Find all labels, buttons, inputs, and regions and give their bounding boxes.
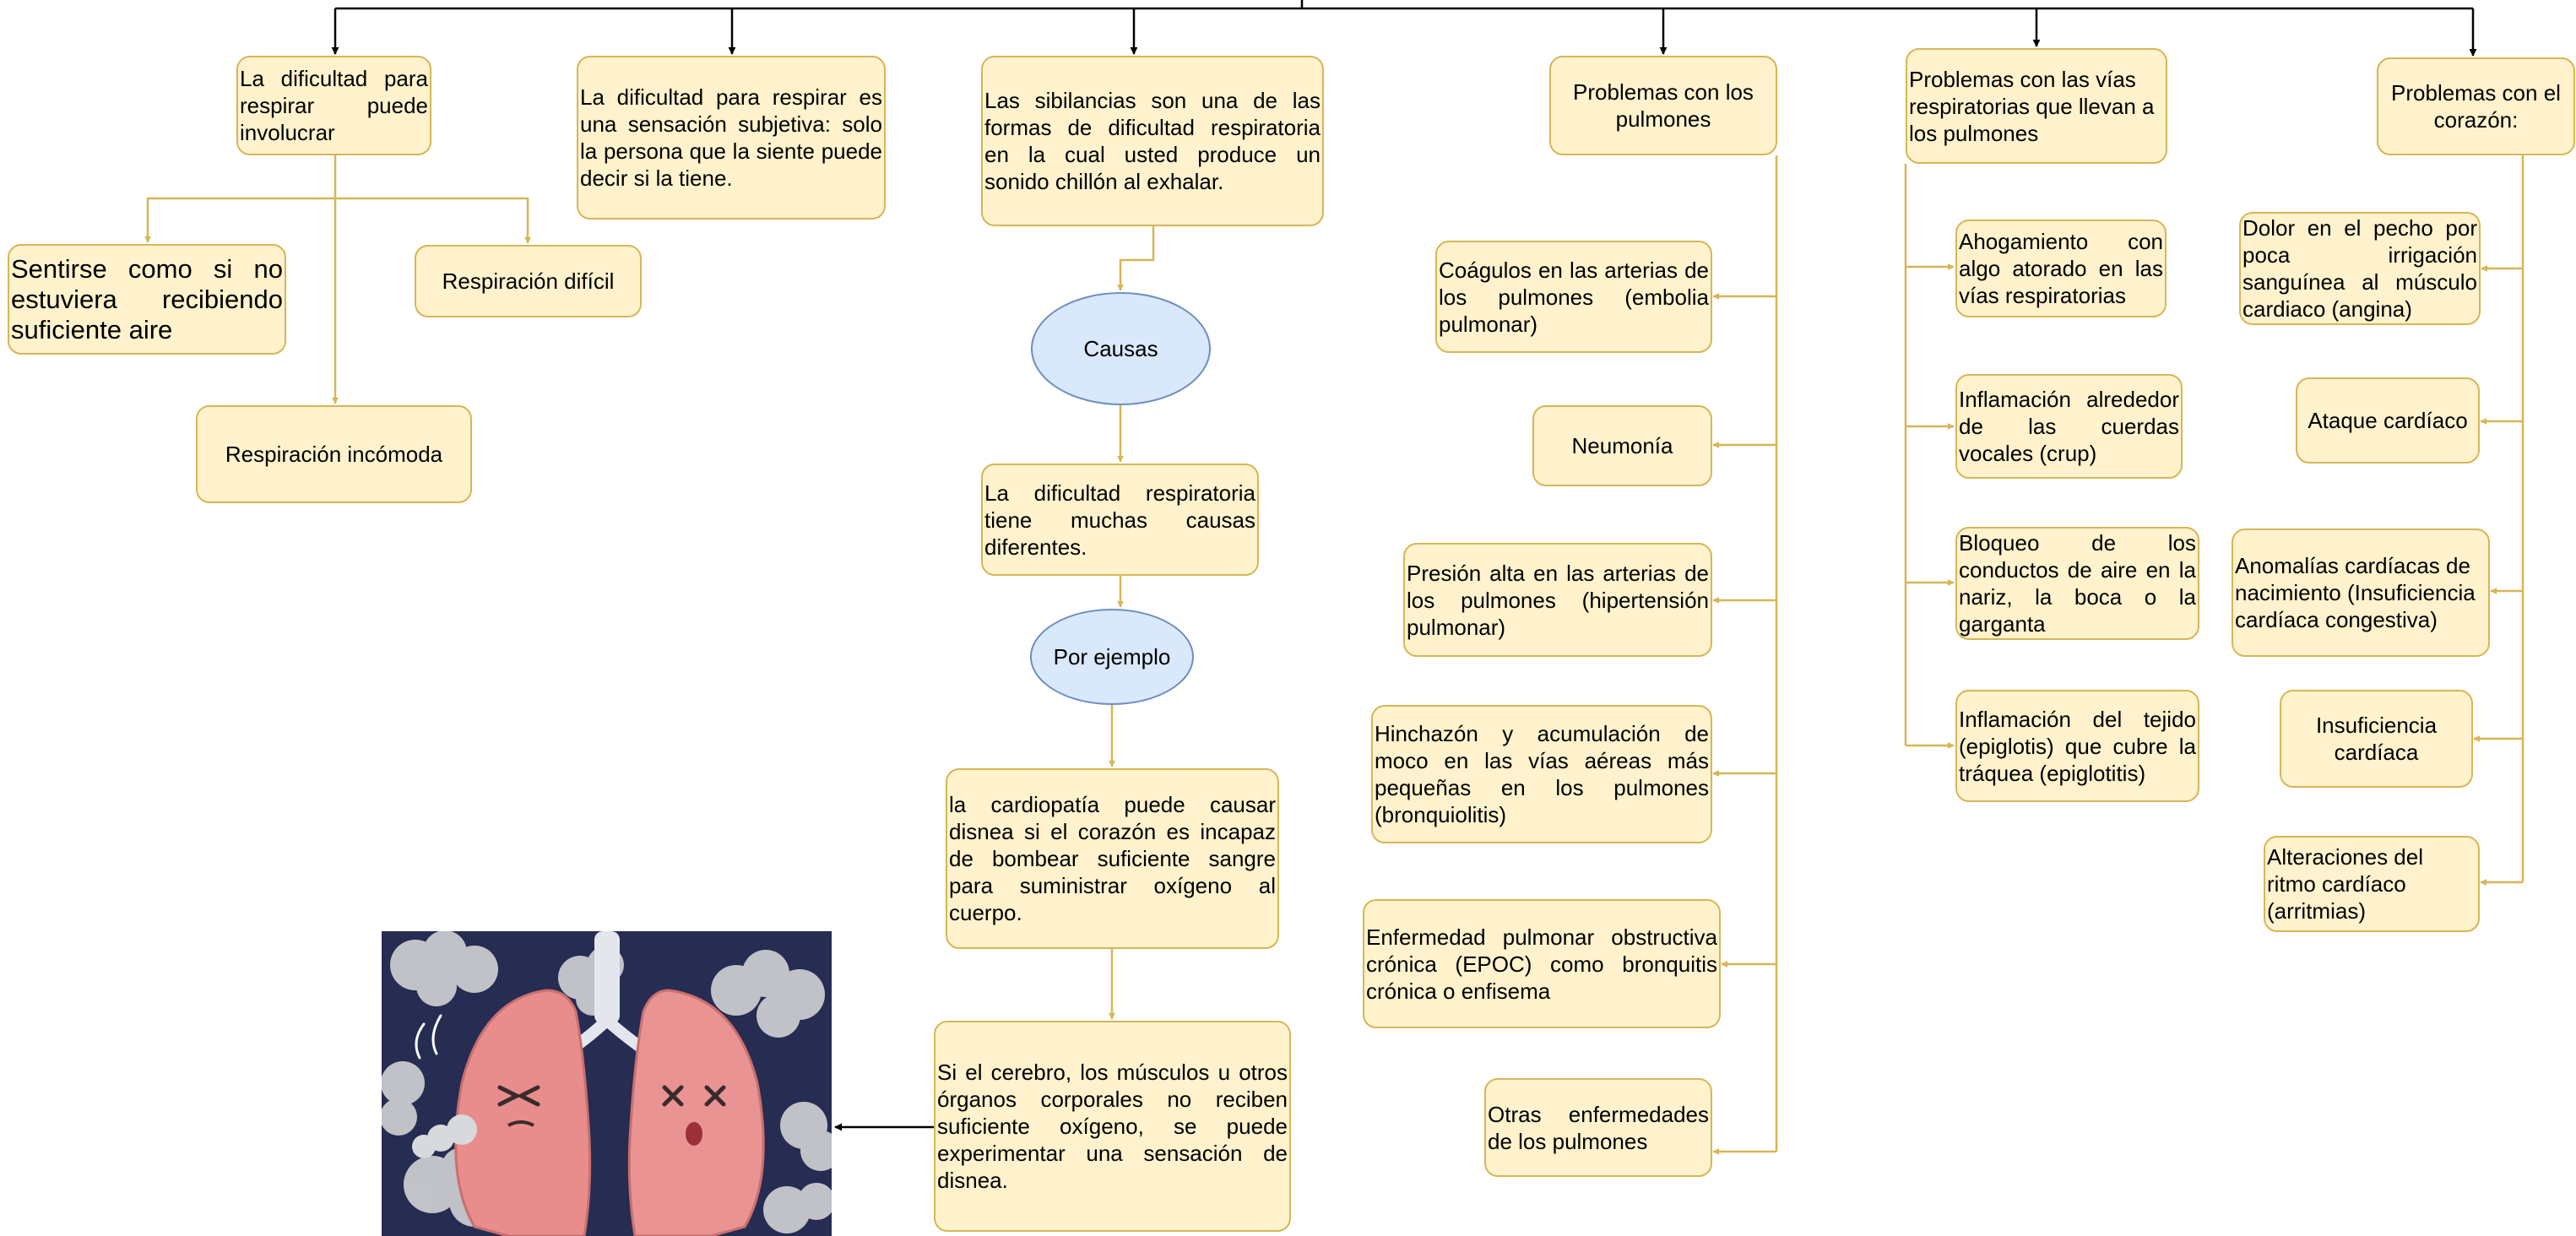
note-problemas-pulmones: Problemas con los pulmones [1549,56,1777,155]
note-sibilancias: Las sibilancias son una de las formas de… [981,56,1324,226]
note-sensacion-subjetiva: La dificultad para respirar es una sensa… [577,56,886,220]
note-arritmias: Alteraciones del ritmo cardíaco (arritmi… [2264,836,2480,932]
note-cerebro-oxigeno: Si el cerebro, los músculos u otros órga… [934,1021,1291,1232]
note-problemas-vias: Problemas con las vías respiratorias que… [1906,48,2167,164]
note-crup: Inflamación alrededor de las cuerdas voc… [1955,374,2183,479]
note-epiglotitis: Inflamación del tejido (epiglotis) que c… [1955,690,2199,802]
note-insuficiencia: Insuficiencia cardíaca [2280,690,2473,788]
note-hinchazon: Hinchazón y acumulación de moco en las v… [1371,705,1712,843]
ellipse-por-ejemplo: Por ejemplo [1030,609,1194,705]
branch-connectors [144,155,2524,1155]
note-otras-enfermedades: Otras enfermedades de los pulmones [1484,1078,1712,1177]
note-ahogamiento: Ahogamiento con algo atorado en las vías… [1955,220,2167,317]
note-angina: Dolor en el pecho por poca irrigación sa… [2239,212,2481,325]
note-cardiopatia: la cardiopatía puede causar disnea si el… [946,768,1279,949]
lungs-cartoon-icon [382,931,832,1236]
note-coagulos: Coágulos en las arterias de los pulmones… [1435,241,1712,353]
note-anomalias: Anomalías cardíacas de nacimiento (Insuf… [2232,529,2490,657]
note-problemas-corazon: Problemas con el corazón: [2377,57,2575,155]
note-neumonia: Neumonía [1532,405,1712,486]
note-involucrar: La dificultad para respirar puede involu… [236,56,431,155]
note-ataque-cardiaco: Ataque cardíaco [2296,377,2480,464]
note-sentirse-sin-aire: Sentirse como si no estuviera recibiendo… [8,244,286,355]
note-respiracion-dificil: Respiración difícil [415,245,642,317]
root-connectors [331,0,2477,1131]
ellipse-causas: Causas [1031,292,1211,405]
note-respiracion-incomoda: Respiración incómoda [196,405,472,503]
note-presion-alta: Presión alta en las arterias de los pulm… [1403,543,1712,657]
note-muchas-causas: La dificultad respiratoria tiene muchas … [981,464,1259,576]
note-bloqueo: Bloqueo de los conductos de aire en la n… [1955,527,2199,640]
note-epoc: Enfermedad pulmonar obstructiva crónica … [1363,899,1721,1028]
